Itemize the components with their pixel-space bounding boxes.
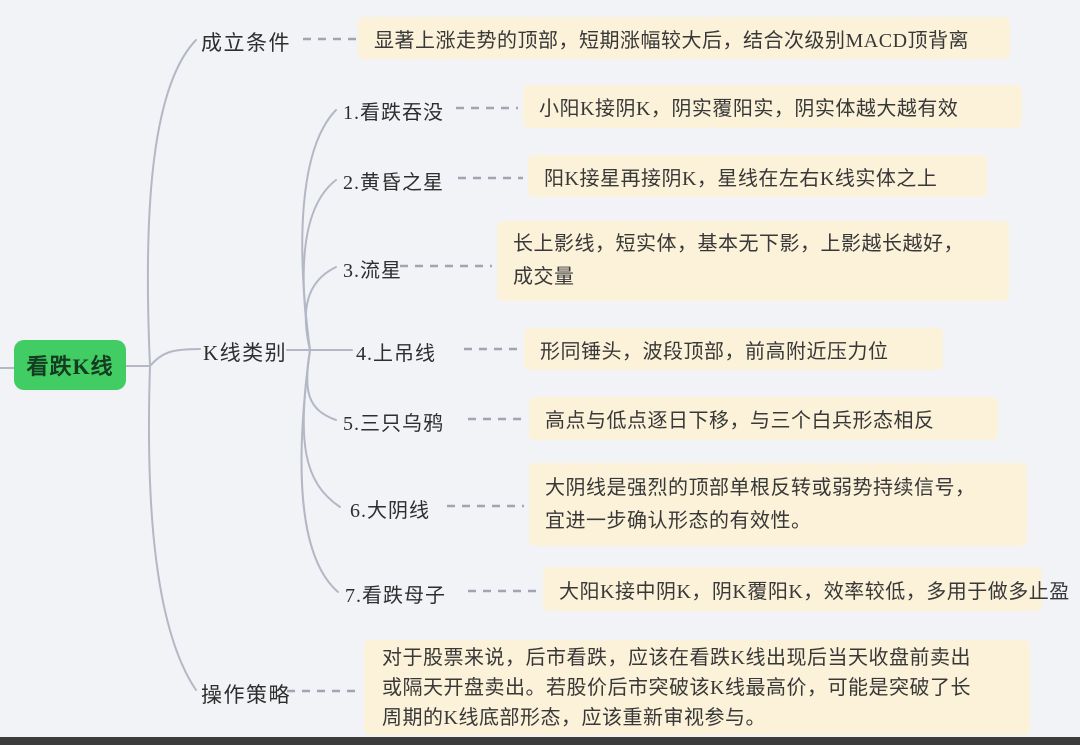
- note-text: 小阳K接阴K，阴实覆阳实，阴实体越大越有效: [539, 98, 959, 120]
- note-hanging-man[interactable]: 形同锤头，波段顶部，前高附近压力位: [524, 328, 943, 370]
- branch-node-category[interactable]: K线类别: [203, 341, 288, 365]
- note-text: 显著上涨走势的顶部，短期涨幅较大后，结合次级别MACD顶背离: [374, 29, 970, 52]
- note-bearish-engulfing[interactable]: 小阳K接阴K，阴实覆阳实，阴实体越大越有效: [523, 85, 1022, 128]
- note-line: 周期的K线底部形态，应该重新审视参与。: [382, 706, 766, 729]
- child-node-bearish-engulfing[interactable]: 1.看跌吞没: [343, 102, 444, 124]
- edge-category-to-child2: [302, 179, 337, 351]
- note-condition[interactable]: 显著上涨走势的顶部，短期涨幅较大后，结合次级别MACD顶背离: [358, 17, 1010, 59]
- note-text: 形同锤头，波段顶部，前高附近压力位: [540, 340, 889, 363]
- note-text: 阳K接星再接阴K，星线在左右K线实体之上: [544, 167, 938, 190]
- edge-category-to-child5: [306, 349, 337, 421]
- note-line: 宜进一步确认形态的有效性。: [545, 509, 812, 532]
- note-strategy[interactable]: 对于股票来说，后市看跌，应该在看跌K线出现后当天收盘前卖出 或隔天开盘卖出。若股…: [364, 640, 1030, 735]
- branch-node-condition[interactable]: 成立条件: [201, 31, 291, 55]
- child-node-shooting-star[interactable]: 3.流星: [343, 260, 402, 282]
- child-node-evening-star[interactable]: 2.黄昏之星: [343, 172, 444, 194]
- branch-node-strategy[interactable]: 操作策略: [201, 683, 291, 707]
- note-text: 大阳K接中阴K，阴K覆阳K，效率较低，多用于做多止盈: [559, 580, 1070, 603]
- note-line: 长上影线，短实体，基本无下影，上影越长越好，: [513, 233, 964, 255]
- note-text: 高点与低点逐日下移，与三个白兵形态相反: [545, 410, 935, 432]
- root-node[interactable]: 看跌K线: [14, 340, 126, 390]
- edge-root-to-strategy: [147, 365, 197, 691]
- bottom-bar: [0, 737, 1080, 745]
- child-node-big-bearish-candle[interactable]: 6.大阴线: [350, 500, 430, 522]
- note-evening-star[interactable]: 阳K接星再接阴K，星线在左右K线实体之上: [528, 155, 987, 197]
- note-line: 对于股票来说，后市看跌，应该在看跌K线出现后当天收盘前卖出: [382, 646, 971, 669]
- edge-category-to-child3: [304, 266, 337, 351]
- note-line: 或隔天开盘卖出。若股价后市突破该K线最高价，可能是突破了长: [382, 676, 971, 699]
- edge-category-to-child7: [300, 349, 339, 593]
- edge-root-to-condition: [146, 39, 197, 367]
- child-node-three-crows[interactable]: 5.三只乌鸦: [343, 413, 444, 435]
- child-node-hanging-man[interactable]: 4.上吊线: [356, 343, 436, 365]
- note-line: 成交量: [513, 266, 575, 288]
- note-line: 大阴线是强烈的顶部单根反转或弱势持续信号，: [545, 476, 976, 499]
- note-big-bearish-candle[interactable]: 大阴线是强烈的顶部单根反转或弱势持续信号， 宜进一步确认形态的有效性。: [529, 463, 1027, 546]
- child-node-bearish-harami[interactable]: 7.看跌母子: [345, 585, 446, 607]
- note-shooting-star[interactable]: 长上影线，短实体，基本无下影，上影越长越好， 成交量: [497, 221, 1009, 301]
- edge-category-to-child6: [302, 349, 341, 508]
- edge-root-to-category: [149, 348, 201, 367]
- note-bearish-harami[interactable]: 大阳K接中阴K，阴K覆阳K，效率较低，多用于做多止盈: [543, 567, 1070, 611]
- note-three-crows[interactable]: 高点与低点逐日下移，与三个白兵形态相反: [529, 397, 998, 440]
